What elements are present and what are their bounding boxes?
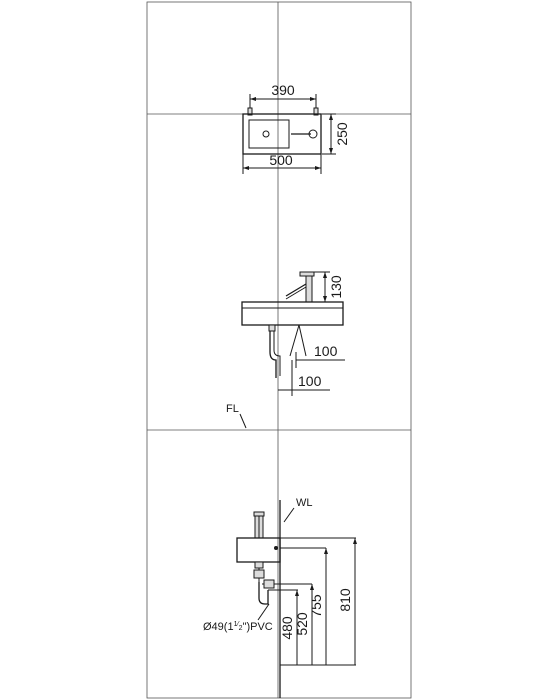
dim-offset-1: 100 xyxy=(314,343,338,359)
wall-label: WL xyxy=(296,497,313,509)
dim-faucet-height: 130 xyxy=(328,275,344,299)
dim-height-480: 480 xyxy=(279,616,295,640)
side-view: 130 100 100 FL xyxy=(226,271,345,429)
dim-height-755: 755 xyxy=(308,594,324,618)
dim-top-width: 390 xyxy=(271,82,295,98)
dim-height-520: 520 xyxy=(294,612,310,636)
floor-level-label: FL xyxy=(226,403,239,415)
drawing-frame xyxy=(146,1,412,699)
faucet-body xyxy=(305,273,313,303)
basin-side-outline xyxy=(241,301,344,326)
grid-lines xyxy=(147,2,411,698)
top-view: 390 250 500 xyxy=(242,82,350,174)
dim-height-810: 810 xyxy=(337,588,353,612)
dim-offset-2: 100 xyxy=(298,373,322,389)
basin-top-outline xyxy=(242,113,322,155)
basin-front-outline xyxy=(236,537,281,563)
dim-depth: 250 xyxy=(334,122,350,146)
dim-bottom-width: 500 xyxy=(269,152,293,168)
pipe-label: Ø49(11⁄2")PVC xyxy=(203,621,273,633)
tap-hole xyxy=(308,129,318,139)
front-view: WL 480 520 755 810 xyxy=(203,497,357,698)
